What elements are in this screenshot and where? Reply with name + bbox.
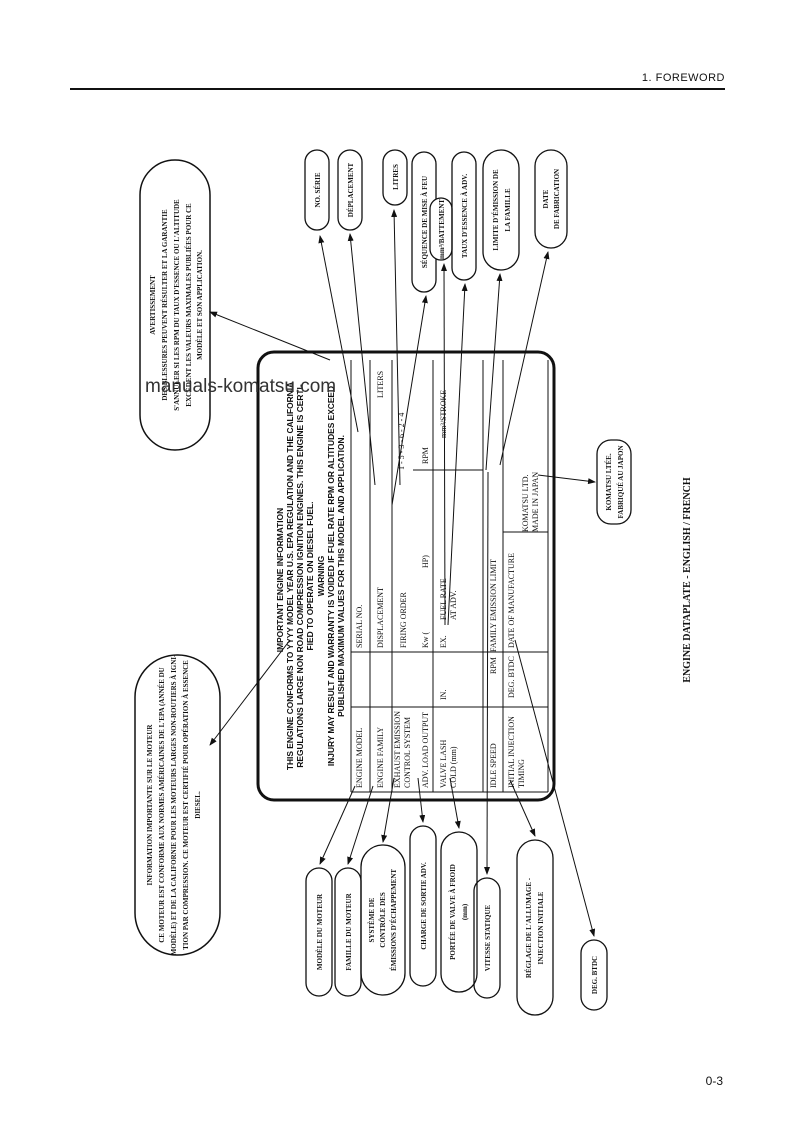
label-no-serie: NO. SÉRIE (314, 172, 322, 207)
box-deg-btdc (580, 939, 608, 1011)
label-sequence: SÉQUENCE DE MISE À FEU (421, 176, 429, 268)
label-modele: MODÈLE DU MOTEUR (316, 893, 324, 970)
label-systeme-2: CONTRÔLE DES (379, 892, 387, 948)
box-date (534, 149, 568, 249)
label-limite-1: LIMITE D'ÉMISSION DE (492, 169, 500, 251)
box-taux (451, 151, 477, 281)
page-header: 1. FOREWORD (70, 70, 725, 90)
engine-plate (256, 350, 556, 802)
field-stroke: mm³/STROKE (439, 390, 448, 438)
fr-warning-line-1: DES BLESSURES PEUVENT RÉSULTER ET LA GAR… (161, 209, 169, 401)
label-limite-2: LA FAMILLE (504, 188, 512, 232)
plate-conformance-2: REGULATIONS LARGE NON ROAD COMPRESSION I… (295, 384, 305, 767)
field-engine-model: ENGINE MODEL (355, 728, 364, 788)
page-number: 0-3 (705, 1074, 723, 1088)
field-emission-2: CONTROL SYSTEM (403, 717, 412, 788)
box-vitesse (473, 877, 501, 999)
fr-warning-line-3: EXCÈDENT LES VALEURS MAXIMALES PUBLIÉES … (185, 203, 193, 407)
fr-info-line-2: MODÈLE) ET DE LA CALIFORNIE POUR LES MOT… (170, 654, 178, 955)
fr-warning-line-2: S'ANNULER SI LES RPM DU TAUX D'ESSENCE O… (173, 199, 181, 411)
plate-warning-title: WARNING (316, 556, 326, 596)
french-info-box (134, 654, 221, 956)
field-emission-1: EXHAUST EMISSION (393, 711, 402, 788)
field-adv-load: ADV. LOAD OUTPUT (421, 712, 430, 788)
field-in: IN. (439, 690, 448, 700)
field-fuel-rate-2: AT ADV. (449, 591, 458, 621)
fr-info-line-1: CE MOTEUR EST CONFORME AUX NORMES AMÉRIC… (158, 667, 166, 943)
field-engine-family: ENGINE FAMILY (376, 727, 385, 788)
plate-conformance-3: FIED TO OPERATE ON DIESEL FUEL. (305, 502, 315, 651)
box-deplacement (337, 149, 363, 231)
label-reglage-1: RÉGLAGE DE L'ALLUMAGE - (525, 877, 533, 978)
watermark: manuals-komatsu.com (145, 376, 337, 397)
field-ex: EX. (439, 635, 448, 648)
label-deg-btdc: DEG. BTDC (591, 956, 599, 994)
field-kw: Kw ( (421, 631, 430, 648)
field-firing-order: FIRING ORDER (399, 592, 408, 648)
field-valve-2: COLD (mm) (449, 746, 458, 788)
fr-info-title: INFORMATION IMPORTANTE SUR LE MOTEUR (146, 724, 154, 886)
box-modele (305, 867, 333, 997)
box-komatsu (596, 439, 632, 525)
label-vitesse: VITESSE STATIQUE (484, 904, 492, 971)
field-idle-speed: IDLE SPEED (489, 743, 498, 788)
field-date-manufacture: DATE OF MANUFACTURE (507, 553, 516, 648)
figure-caption: ENGINE DATAPLATE - ENGLISH / FRENCH (682, 477, 693, 683)
box-reglage (516, 839, 554, 1016)
label-litres: LITRES (392, 164, 400, 190)
plate-warning-2: PUBLISHED MAXIMUM VALUES FOR THIS MODEL … (336, 435, 346, 717)
label-date-1: DATE (542, 189, 550, 208)
field-injection-1: INITIAL INJECTION (507, 716, 516, 788)
label-komatsu-2: FABRIQUÉ AU JAPON (617, 446, 625, 519)
plate-warning-1: INJURY MAY RESULT AND WARRANTY IS VOIDED… (326, 386, 336, 766)
label-taux: TAUX D'ESSENCE À ADV. (461, 174, 469, 258)
label-battement: mm³/BATTEMENT (438, 199, 446, 259)
plate-title: IMPORTANT ENGINE INFORMATION (275, 508, 285, 652)
box-litres (382, 149, 408, 206)
field-maker-2: MADE IN JAPAN (531, 472, 540, 532)
box-charge (409, 825, 437, 987)
field-serial-no: SERIAL NO. (355, 605, 364, 648)
field-valve-1: VALVE LASH (439, 740, 448, 788)
fr-warning-line-4: MODÈLE ET SON APPLICATION. (196, 250, 204, 360)
label-deplacement: DÉPLACEMENT (347, 162, 355, 217)
box-no-serie (304, 149, 330, 231)
field-injection-2: TIMING (517, 759, 526, 788)
field-firing-value: 1 - 5 - 3 - 6 - 2 - 4 (397, 413, 406, 470)
label-date-2: DE FABRICATION (553, 169, 561, 229)
label-systeme-3: ÉMISSIONS D'ÉCHAPPEMENT (390, 869, 398, 971)
box-limite (482, 149, 520, 271)
label-komatsu-1: KOMATSU LTÉE. (605, 453, 613, 510)
field-deg-btdc: DEG. BTDC (507, 656, 516, 698)
fr-info-line-3: TION PAR COMPRESSION. CE MOTEUR EST CERT… (182, 660, 190, 950)
field-displacement: DISPLACEMENT (376, 587, 385, 648)
label-portee-2: (mm) (461, 903, 469, 920)
box-systeme (360, 844, 406, 996)
plate-conformance-1: THIS ENGINE CONFORMS TO YYYY MODEL YEAR … (285, 382, 295, 770)
french-warning-box (139, 159, 211, 451)
box-portee (440, 831, 478, 993)
label-reglage-2: INJECTION INITIALE (537, 891, 545, 964)
section-title: 1. FOREWORD (641, 72, 725, 84)
label-systeme-1: SYSTÈME DE (368, 897, 376, 942)
field-rpm: RPM (421, 447, 430, 464)
field-idle-rpm: RPM (489, 657, 498, 674)
field-hp: HP) (421, 555, 430, 568)
field-fuel-rate-1: FUEL RATE (439, 578, 448, 620)
label-famille: FAMILLE DU MOTEUR (345, 892, 353, 970)
field-liters: LITERS (376, 371, 385, 398)
fr-info-line-4: DIESEL. (194, 791, 202, 819)
field-maker-1: KOMATSU LTD. (521, 475, 530, 533)
leader-lines (209, 209, 596, 937)
label-portee-1: PORTÉE DE VALVE À FROID (449, 864, 457, 960)
label-charge: CHARGE DE SORTIE ADV. (420, 862, 428, 950)
fr-warning-title: AVERTISSEMENT (149, 275, 157, 335)
field-family-limit: FAMILY EMISSION LIMIT (489, 559, 498, 652)
